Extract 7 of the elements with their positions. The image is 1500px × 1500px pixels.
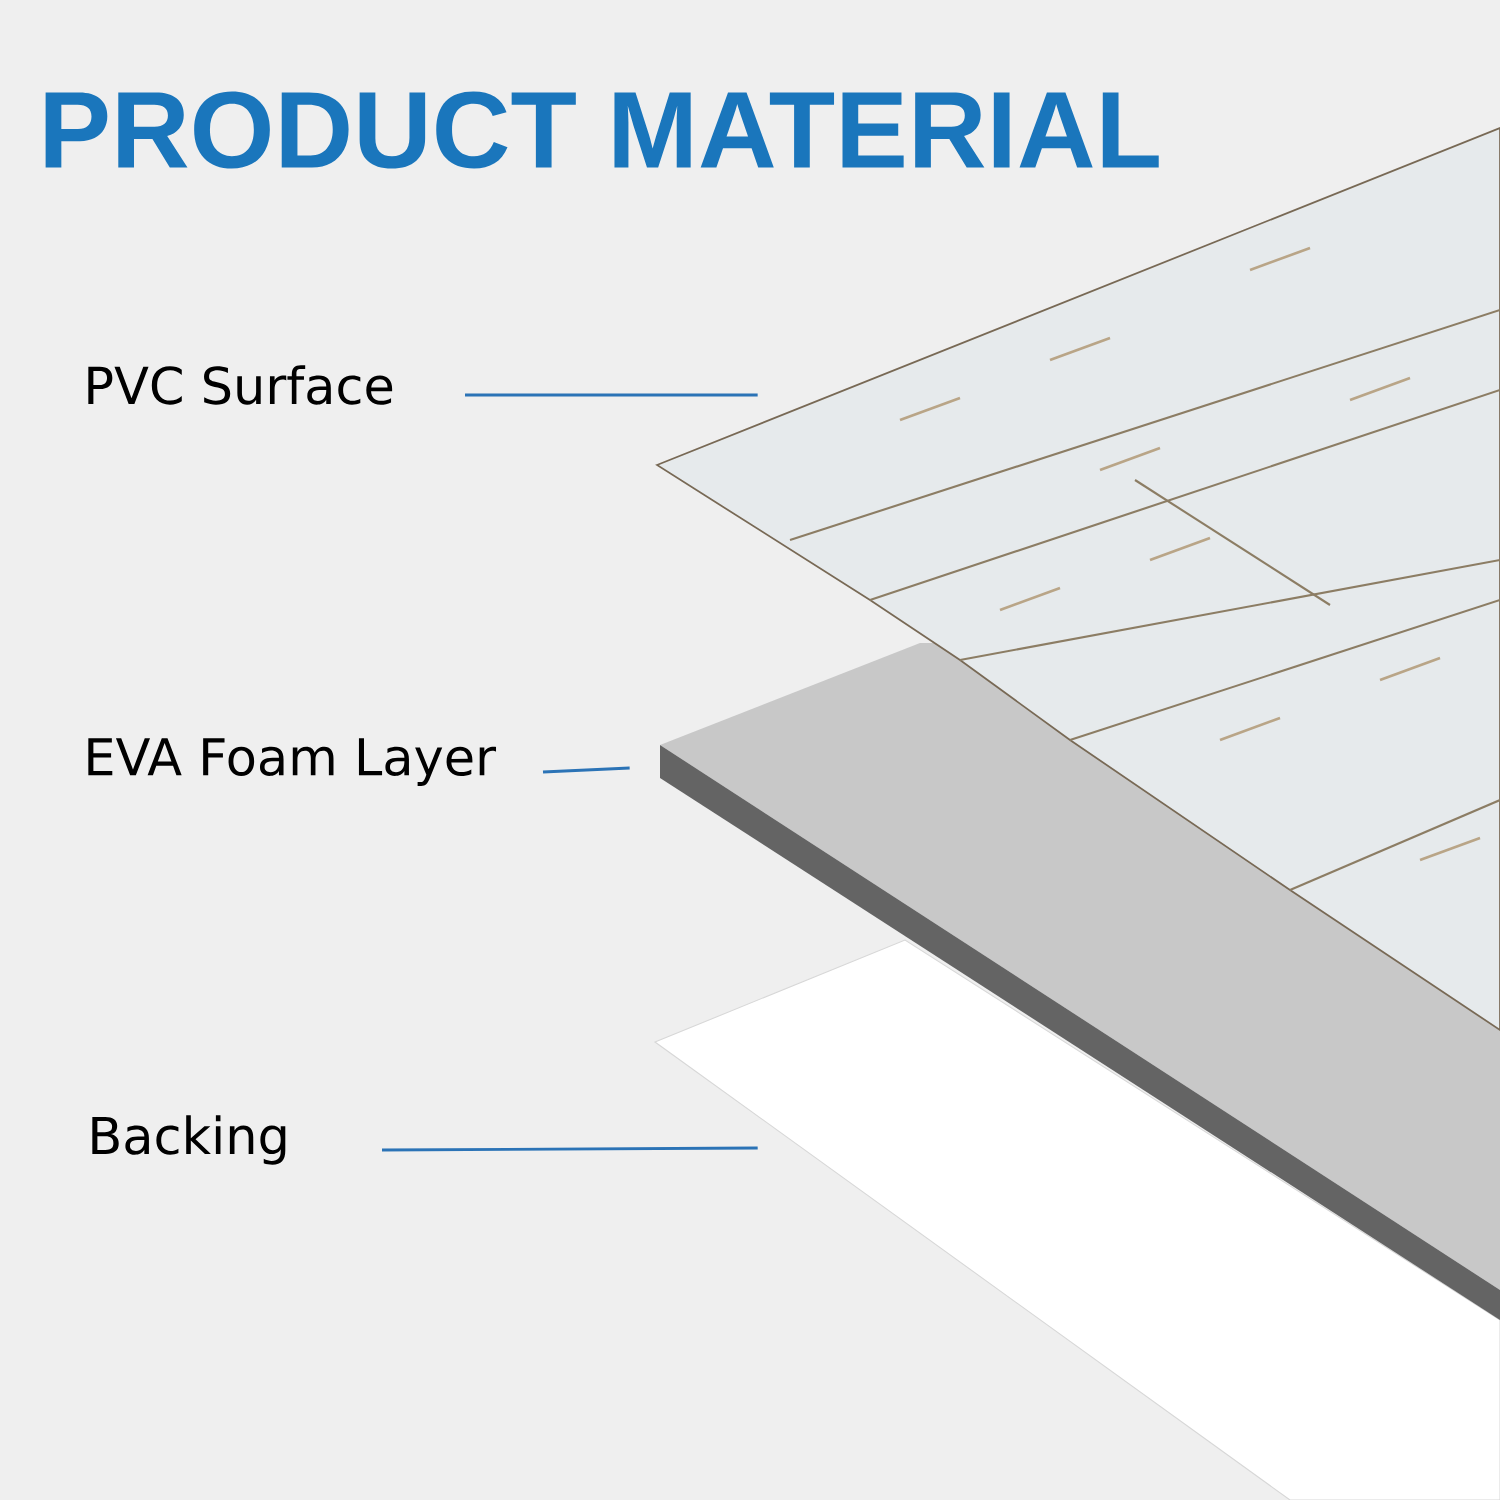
heading: PRODUCT MATERIAL	[45, 91, 1159, 169]
leader-line	[465, 393, 758, 397]
layer-label: Backing	[92, 1115, 286, 1165]
leader-line	[382, 1146, 758, 1152]
layer-label: EVA Foam Layer	[88, 738, 497, 786]
leader-line	[542, 766, 630, 774]
layer-label: PVC Surface	[88, 365, 393, 405]
